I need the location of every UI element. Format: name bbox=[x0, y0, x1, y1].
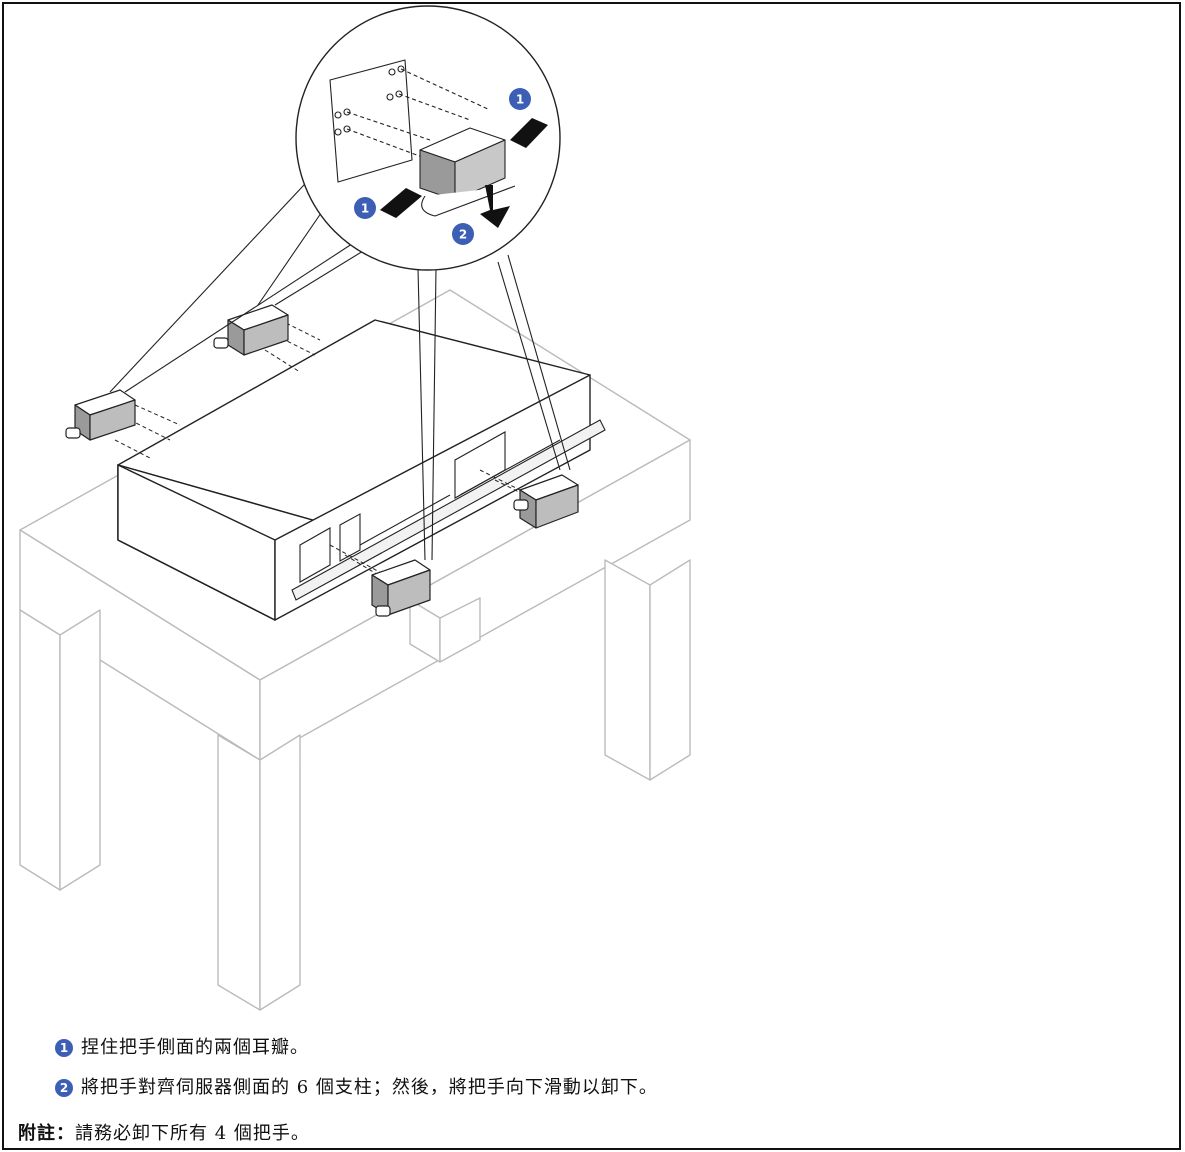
svg-text:1: 1 bbox=[361, 202, 369, 216]
step-1-text: 捏住把手側面的兩個耳瓣。 bbox=[81, 1037, 309, 1058]
callout-1-top bbox=[509, 88, 531, 110]
arrow-squeeze-right-icon bbox=[510, 118, 548, 148]
note-text: 請務必卸下所有 4 個把手。 bbox=[75, 1123, 310, 1144]
arrow-squeeze-left-icon bbox=[380, 188, 422, 218]
callout-2 bbox=[452, 223, 474, 245]
arrow-slide-down-icon bbox=[480, 185, 510, 228]
arrows bbox=[380, 118, 548, 228]
instruction-steps: 1 捏住把手側面的兩個耳瓣。 2 將把手對齊伺服器側面的 6 個支柱；然後，將把… bbox=[55, 1036, 658, 1116]
step-2: 2 將把手對齊伺服器側面的 6 個支柱；然後，將把手向下滑動以卸下。 bbox=[55, 1076, 658, 1100]
step-1: 1 捏住把手側面的兩個耳瓣。 bbox=[55, 1036, 658, 1060]
step-2-text: 將把手對齊伺服器側面的 6 個支柱；然後，將把手向下滑動以卸下。 bbox=[81, 1077, 658, 1098]
callout-badges: 1 1 2 bbox=[354, 88, 531, 245]
leader-lines bbox=[109, 169, 571, 561]
step-2-badge: 2 bbox=[55, 1079, 73, 1097]
note-label: 附註： bbox=[18, 1123, 75, 1144]
server-handle-removal-illustration: 1 1 2 bbox=[19, 5, 691, 1011]
alignment-dashes bbox=[114, 319, 546, 586]
handle-right-rear bbox=[513, 474, 579, 529]
step-1-badge: 1 bbox=[55, 1039, 73, 1057]
svg-text:1: 1 bbox=[516, 93, 524, 107]
svg-text:2: 2 bbox=[459, 228, 467, 242]
callout-1-left bbox=[354, 197, 376, 219]
handle-left-front bbox=[65, 389, 136, 441]
side-rails bbox=[291, 419, 606, 601]
handle-left-rear bbox=[213, 304, 289, 356]
note: 附註：請務必卸下所有 4 個把手。 bbox=[18, 1122, 310, 1146]
handle-right-front bbox=[371, 559, 431, 617]
